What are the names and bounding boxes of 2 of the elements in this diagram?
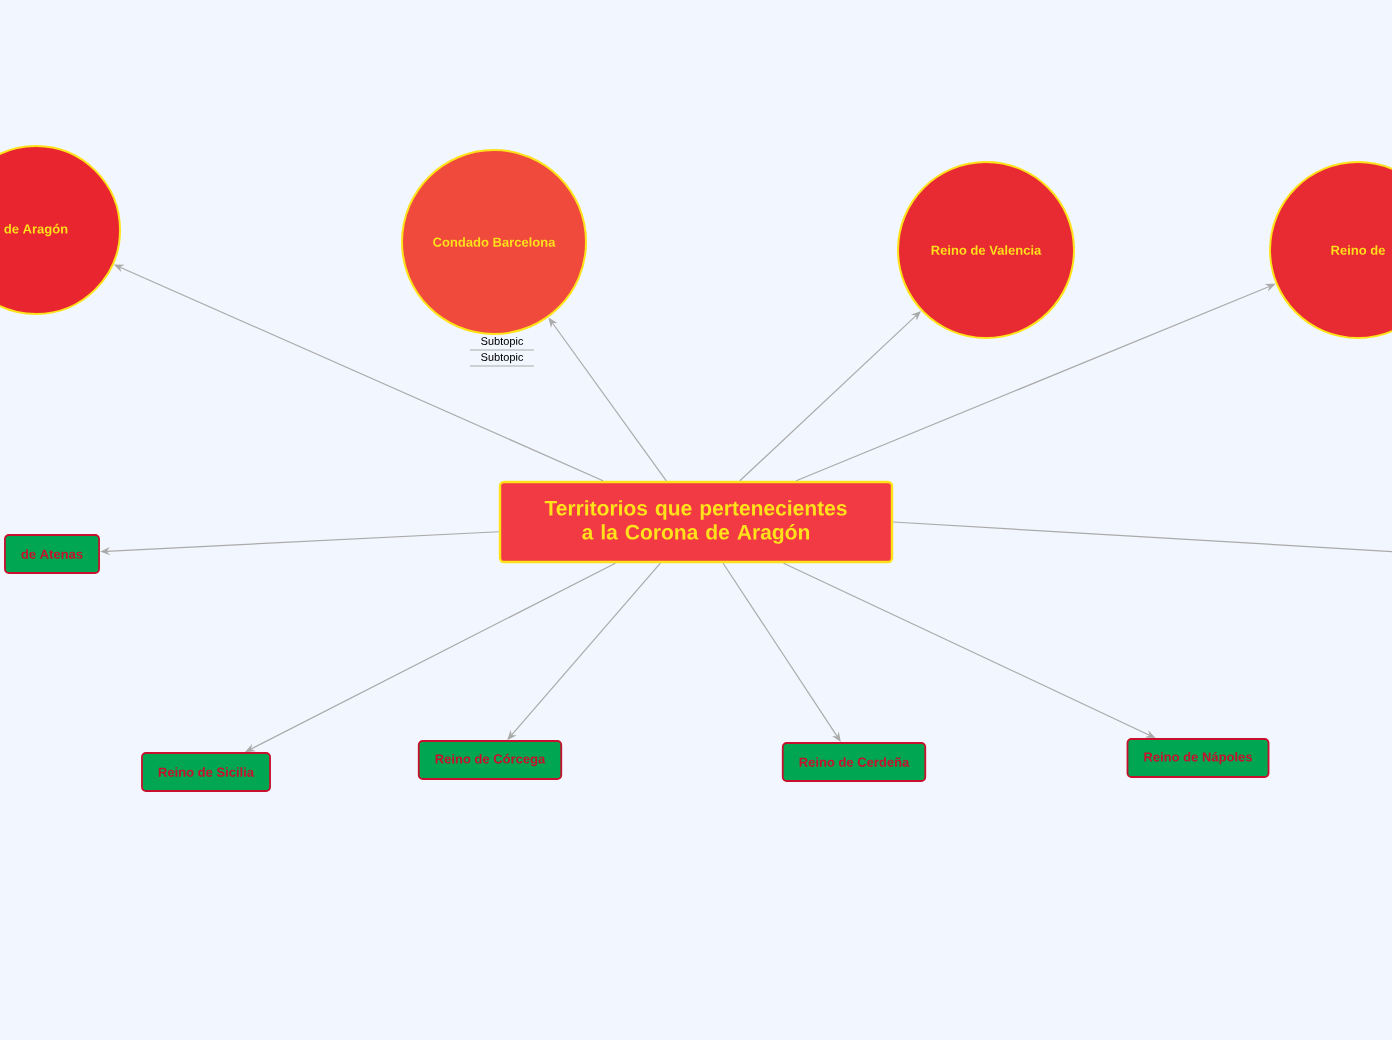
connector	[892, 521, 1392, 553]
topic-box: Territorios que pertenecientes a la Corona de Aragón	[498, 480, 894, 564]
